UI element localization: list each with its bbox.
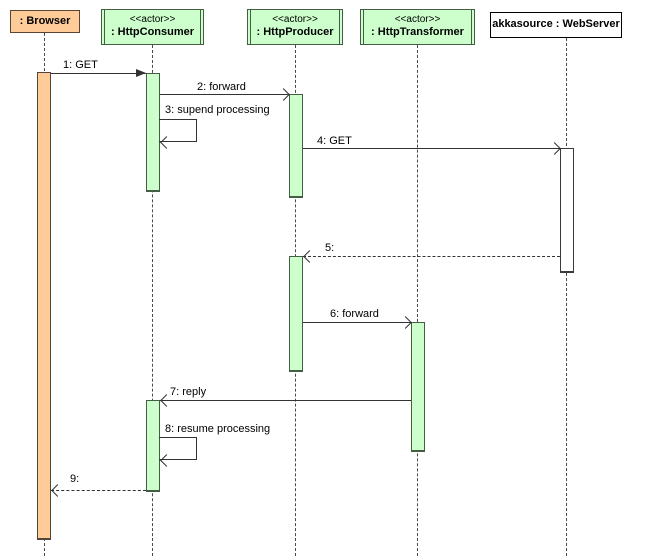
message-3-selfloop — [159, 119, 197, 142]
message-9-arrowhead-icon — [51, 484, 64, 497]
participant-httptransformer: <<actor>> : HttpTransformer — [360, 9, 475, 45]
message-4-arrowhead-icon — [548, 142, 561, 155]
message-5-label: 5: — [325, 242, 335, 254]
lifeline-webserver — [566, 38, 567, 556]
message-6-arrowhead-icon — [399, 316, 412, 329]
message-9-line — [51, 490, 146, 491]
participant-httpproducer-label: : HttpProducer — [256, 26, 334, 39]
participant-httptransformer-label: : HttpTransformer — [371, 26, 464, 39]
message-6-line — [303, 322, 411, 323]
lifeline-transformer — [417, 45, 418, 556]
participant-browser-label: : Browser — [19, 14, 71, 27]
activation-transformer — [411, 322, 425, 452]
participant-httpconsumer: <<actor>> : HttpConsumer — [101, 9, 204, 45]
message-7-label: 7: reply — [170, 386, 207, 398]
message-7-line — [160, 400, 411, 401]
message-2-line — [160, 94, 289, 95]
activation-consumer-2 — [146, 400, 160, 492]
activation-producer-2 — [289, 256, 303, 372]
participant-httptransformer-stereotype: <<actor>> — [394, 13, 441, 25]
message-5-line — [303, 256, 560, 257]
message-8-selfloop — [159, 437, 197, 460]
participant-httpproducer-stereotype: <<actor>> — [272, 13, 318, 25]
participant-webserver: akkasource : WebServer — [490, 12, 622, 38]
message-1-arrowhead-icon — [136, 69, 146, 77]
participant-httpconsumer-stereotype: <<actor>> — [129, 13, 176, 25]
activation-browser — [37, 72, 51, 540]
participant-webserver-label: akkasource : WebServer — [492, 18, 620, 31]
activation-webserver — [560, 148, 574, 273]
lifeline-consumer — [152, 45, 153, 556]
participant-httpconsumer-label: : HttpConsumer — [110, 26, 195, 39]
participant-httpproducer: <<actor>> : HttpProducer — [247, 9, 343, 45]
message-5-arrowhead-icon — [303, 250, 316, 263]
message-8-label: 8: resume processing — [165, 423, 271, 435]
activation-producer-1 — [289, 94, 303, 198]
message-3-label: 3: supend processing — [165, 104, 270, 116]
message-1-label: 1: GET — [63, 59, 98, 71]
activation-consumer-1 — [146, 73, 160, 192]
message-4-line — [303, 148, 560, 149]
message-6-label: 6: forward — [330, 308, 379, 320]
message-2-label: 2: forward — [197, 81, 246, 93]
message-4-label: 4: GET — [317, 135, 352, 147]
message-9-label: 9: — [70, 473, 80, 485]
message-1-line — [51, 73, 146, 74]
message-2-arrowhead-icon — [277, 88, 290, 101]
participant-browser: : Browser — [10, 10, 80, 33]
